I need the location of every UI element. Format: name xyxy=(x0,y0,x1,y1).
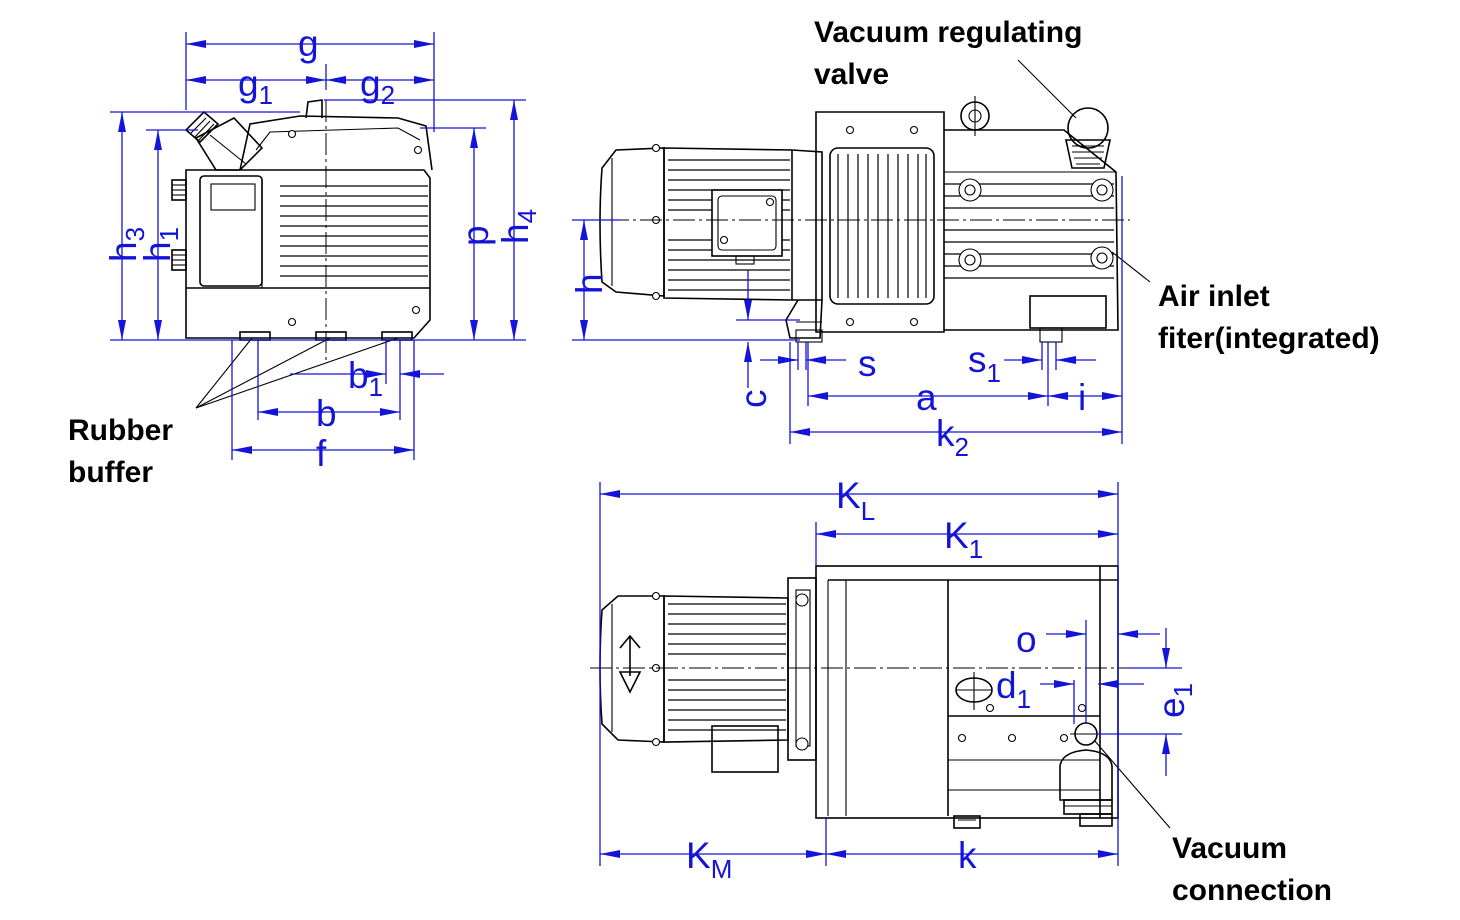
dim-f: f xyxy=(316,433,327,474)
dim-k2: k2 xyxy=(936,413,969,462)
end-view-fins xyxy=(280,185,428,277)
dimension-labels: g g1 g2 h3 h1 p h4 b1 b f h c s s1 a i k… xyxy=(103,23,1198,884)
dim-o: o xyxy=(1016,619,1037,660)
dim-h3: h3 xyxy=(103,227,150,262)
dim-k: k xyxy=(958,835,977,876)
dim-e1: e1 xyxy=(1151,683,1198,718)
dim-h4: h4 xyxy=(495,209,542,244)
dim-KL: KL xyxy=(836,475,875,526)
dim-K1: K1 xyxy=(944,515,983,564)
callout-air-inlet-line1: Air inlet xyxy=(1158,280,1270,313)
top-view-valve-knob xyxy=(1059,749,1113,827)
top-view-screws xyxy=(957,703,1087,743)
dim-c: c xyxy=(733,390,774,409)
dim-d1: d1 xyxy=(996,665,1031,714)
dim-s1: s1 xyxy=(968,339,1001,388)
dim-h: h xyxy=(569,273,610,294)
dim-KM: KM xyxy=(686,835,732,884)
dim-s: s xyxy=(858,343,877,384)
callout-rubber-line1: Rubber xyxy=(68,414,173,447)
dim-b1: b1 xyxy=(348,355,383,402)
end-view-screws xyxy=(287,129,423,327)
callout-air-inlet-line2: fiter(integrated) xyxy=(1158,322,1380,355)
side-view-valve-knob xyxy=(1065,107,1111,169)
top-view xyxy=(590,565,1171,829)
motor-fins xyxy=(668,159,790,291)
dimension-lines xyxy=(110,32,1182,866)
callout-vacuum-conn-line1: Vacuum xyxy=(1172,832,1287,865)
callouts: Vacuum regulating valve Air inlet fiter(… xyxy=(68,16,1380,907)
side-view-bolts xyxy=(958,178,1114,272)
end-view xyxy=(171,99,433,409)
pump-grille xyxy=(837,154,927,298)
top-motor-fins xyxy=(668,603,786,731)
dim-g2: g2 xyxy=(360,63,395,110)
dim-p: p xyxy=(455,225,496,246)
dim-g1: g1 xyxy=(238,63,273,110)
dim-i: i xyxy=(1078,377,1086,418)
dim-b: b xyxy=(316,393,337,434)
side-view xyxy=(574,59,1151,343)
dim-h1: h1 xyxy=(137,227,184,262)
callout-vacuum-valve-line2: valve xyxy=(814,58,889,91)
dim-g: g xyxy=(298,23,319,64)
callout-vacuum-valve-line1: Vacuum regulating xyxy=(814,16,1082,49)
dim-a: a xyxy=(916,377,937,418)
callout-vacuum-conn-line2: connection xyxy=(1172,874,1332,907)
end-view-valve-knob xyxy=(184,110,264,171)
callout-rubber-line2: buffer xyxy=(68,456,153,489)
